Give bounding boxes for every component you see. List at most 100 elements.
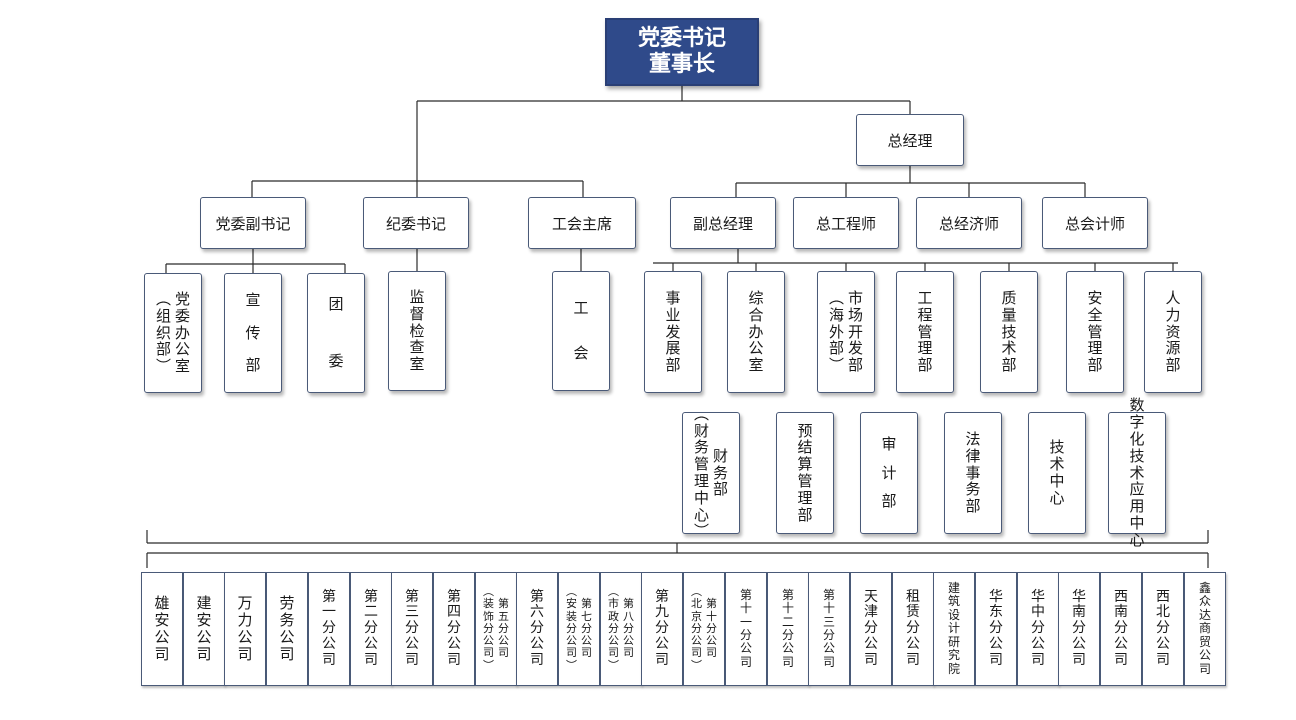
subsidiary-box[interactable]: 西南分公司 [1100,572,1142,686]
subsidiary-box[interactable]: 建安公司 [183,572,225,686]
discipline-secretary-label: 纪委书记 [385,214,446,233]
department-box-text: 安全管理部 [1087,289,1103,375]
department-box[interactable]: 工程管理部 [896,271,954,393]
subsidiary-box-text: 第五分公司︵装饰分公司︶ [483,584,509,672]
subsidiary-box-text: 第八分公司︵市政分公司︶ [608,584,634,672]
subsidiary-box-text: 鑫众达商贸公司 [1198,580,1211,676]
department-box[interactable]: 事业发展部 [644,271,702,393]
department-box[interactable]: 财务部︵财务管理中心︶ [682,404,740,541]
party-dept-box-text: 宣传部 [245,290,261,375]
subsidiary-box-text: 第四分公司 [447,588,461,668]
subsidiary-box[interactable]: 第十分公司︵北京分公司︶ [683,572,725,686]
subsidiary-box[interactable]: 第四分公司 [433,572,475,686]
subsidiary-box-text: 华中分公司 [1031,588,1045,668]
deputy-gm-box[interactable]: 副总经理 [670,197,776,249]
subsidiary-box-text: 西北分公司 [1156,588,1170,668]
party-secretary-chairman-box[interactable]: 党委书记 董事长 [605,18,759,86]
deputy-secretary-box[interactable]: 党委副书记 [200,197,306,249]
subsidiary-box-text: 第十分公司︵北京分公司︶ [691,584,717,672]
department-box[interactable]: 质量技术部 [980,271,1038,393]
party-dept-box[interactable]: 团委 [307,273,365,393]
chief-economist-box[interactable]: 总经济师 [916,197,1022,249]
subsidiary-box-text: 华南分公司 [1072,588,1086,668]
department-box-text: 工程管理部 [917,289,933,375]
chief-accountant-box[interactable]: 总会计师 [1042,197,1148,249]
union-chair-box[interactable]: 工会主席 [528,197,636,249]
chief-engineer-box[interactable]: 总工程师 [793,197,899,249]
department-box[interactable]: 数字化技术应用中心 [1108,396,1166,549]
subsidiary-box[interactable]: 第六分公司 [516,572,558,686]
department-box-text: 市场开发部︵海外部︶ [828,289,864,375]
subsidiary-box[interactable]: 西北分公司 [1142,572,1184,686]
general-manager-box[interactable]: 总经理 [856,114,964,166]
subsidiary-box-text: 第十二分公司 [781,587,794,669]
subsidiary-box[interactable]: 第十二分公司 [767,572,809,686]
union-chair-label: 工会主席 [551,214,612,233]
deputy-secretary-label: 党委副书记 [215,214,291,233]
executive-label: 总工程师 [815,214,876,233]
subsidiary-box-text: 第十三分公司 [822,587,835,669]
executive-label: 总经济师 [938,214,999,233]
department-box[interactable]: 综合办公室 [727,271,785,393]
subsidiary-box[interactable]: 第十一分公司 [725,572,767,686]
subsidiary-box[interactable]: 第一分公司 [308,572,350,686]
subsidiary-box[interactable]: 第五分公司︵装饰分公司︶ [475,572,517,686]
subsidiary-box[interactable]: 雄安公司 [141,572,183,686]
party-dept-box[interactable]: 党委办公室︵组织部︶ [144,273,202,393]
department-box[interactable]: 安全管理部 [1066,271,1124,393]
subsidiary-box-text: 第二分公司 [364,588,378,668]
party-dept-box-text: 团委 [328,295,344,370]
subsidiary-box[interactable]: 华南分公司 [1058,572,1100,686]
subsidiary-box-text: 第一分公司 [322,588,336,668]
subsidiary-box[interactable]: 第二分公司 [350,572,392,686]
subsidiary-box[interactable]: 劳务公司 [266,572,308,686]
department-box-text: 事业发展部 [665,289,681,375]
subsidiary-box-text: 第三分公司 [405,588,419,668]
subsidiary-box[interactable]: 华中分公司 [1017,572,1059,686]
subsidiary-box-text: 租赁分公司 [906,588,920,668]
department-box-text: 预结算管理部 [797,421,813,524]
subsidiary-box[interactable]: 天津分公司 [850,572,892,686]
department-box[interactable]: 预结算管理部 [776,412,834,534]
subsidiary-box[interactable]: 第八分公司︵市政分公司︶ [600,572,642,686]
subsidiary-box[interactable]: 建筑设计研究院 [933,572,975,686]
department-box[interactable]: 审计部 [860,412,918,534]
subsidiary-box-text: 第十一分公司 [739,587,752,669]
department-box[interactable]: 市场开发部︵海外部︶ [817,271,875,393]
discipline-secretary-box[interactable]: 纪委书记 [363,197,469,249]
subsidiary-box[interactable]: 租赁分公司 [892,572,934,686]
executive-label: 总会计师 [1064,214,1125,233]
root-title-line1: 党委书记 [637,25,726,51]
supervision-dept-box[interactable]: 监督检查室 [388,271,446,391]
subsidiary-box-text: 华东分公司 [989,588,1003,668]
union-dept-box[interactable]: 工会 [552,271,610,391]
subsidiary-box-text: 第七分公司︵安装分公司︶ [566,584,592,672]
subsidiary-box[interactable]: 华东分公司 [975,572,1017,686]
supervision-dept-box-text: 监督检查室 [409,288,425,374]
party-dept-box[interactable]: 宣传部 [224,273,282,393]
department-box-text: 数字化技术应用中心 [1129,396,1145,549]
subsidiary-box-text: 雄安公司 [154,594,170,663]
subsidiary-box[interactable]: 第十三分公司 [808,572,850,686]
department-box[interactable]: 技术中心 [1028,412,1086,534]
subsidiary-box[interactable]: 第七分公司︵安装分公司︶ [558,572,600,686]
subsidiary-box[interactable]: 第三分公司 [391,572,433,686]
executive-label: 副总经理 [692,214,753,233]
subsidiary-box[interactable]: 第九分公司 [641,572,683,686]
subsidiary-box-text: 西南分公司 [1114,588,1128,668]
subsidiary-box[interactable]: 鑫众达商贸公司 [1184,572,1226,686]
department-box[interactable]: 人力资源部 [1144,271,1202,393]
subsidiary-box-text: 天津分公司 [864,588,878,668]
department-box-text: 人力资源部 [1165,289,1181,375]
department-box-text: 财务部︵财务管理中心︶ [693,404,729,541]
subsidiary-box-text: 第六分公司 [530,588,544,668]
general-manager-label: 总经理 [887,131,933,150]
department-box[interactable]: 法律事务部 [944,412,1002,534]
subsidiary-box-text: 第九分公司 [655,588,669,668]
department-box-text: 审计部 [881,434,897,511]
department-box-text: 技术中心 [1049,438,1065,507]
subsidiary-box[interactable]: 万力公司 [224,572,266,686]
department-box-text: 综合办公室 [748,289,764,375]
party-dept-box-text: 党委办公室︵组织部︶ [155,290,191,376]
